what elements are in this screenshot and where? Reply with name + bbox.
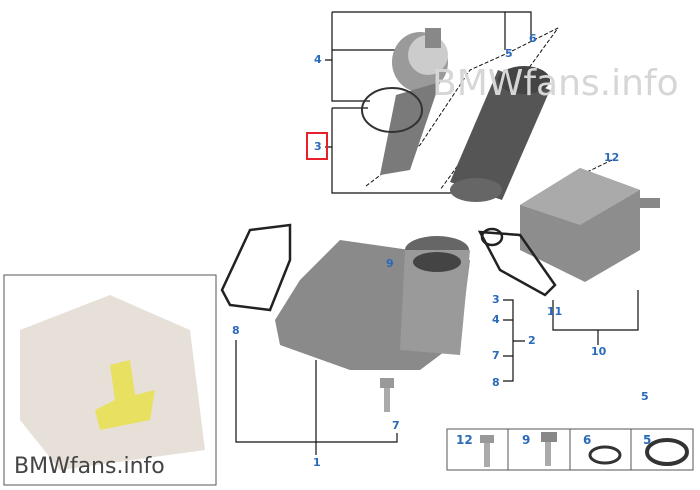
callout-7[interactable]: 7 — [392, 419, 400, 432]
watermark: BMWfans.info — [432, 63, 679, 104]
strip-label-12[interactable]: 12 — [456, 433, 473, 447]
bolt-7-part — [380, 378, 394, 412]
callout-3-highlighted[interactable]: 3 — [314, 140, 322, 153]
inset-watermark: BMWfans.info — [14, 454, 165, 479]
callout-8[interactable]: 8 — [492, 376, 500, 389]
callout-5[interactable]: 5 — [505, 47, 513, 60]
strip-part-icons — [480, 432, 689, 467]
callout-1[interactable]: 1 — [313, 456, 321, 469]
callout-7[interactable]: 7 — [492, 349, 500, 362]
callout-12[interactable]: 12 — [604, 151, 620, 164]
filter-element-part — [450, 66, 550, 202]
callout-4[interactable]: 4 — [314, 53, 322, 66]
engine-inset-drawing — [20, 295, 205, 470]
callout-11[interactable]: 11 — [547, 305, 563, 318]
callout-8[interactable]: 8 — [232, 324, 240, 337]
strip-label-6[interactable]: 6 — [583, 433, 592, 447]
oil-cooler-part — [520, 168, 660, 282]
callout-5[interactable]: 5 — [641, 390, 649, 403]
highlight-box — [306, 132, 328, 160]
filter-cap-part — [361, 28, 448, 175]
filter-housing-part — [275, 236, 470, 370]
callout-2[interactable]: 2 — [528, 334, 536, 347]
callout-6[interactable]: 6 — [529, 32, 537, 45]
gasket-8 — [220, 223, 292, 312]
callout-3[interactable]: 3 — [492, 293, 500, 306]
callout-10[interactable]: 10 — [591, 345, 607, 358]
strip-label-9[interactable]: 9 — [522, 433, 531, 447]
gasket-11 — [477, 230, 557, 297]
callout-9[interactable]: 9 — [386, 257, 394, 270]
callout-4[interactable]: 4 — [492, 313, 500, 326]
strip-label-5[interactable]: 5 — [643, 433, 652, 447]
